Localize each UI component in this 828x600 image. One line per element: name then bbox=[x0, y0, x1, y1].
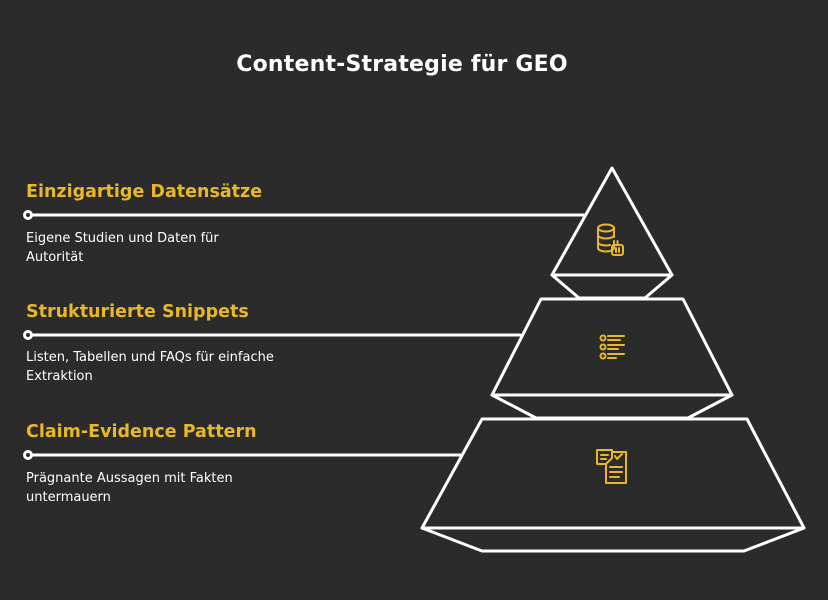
level-1-title: Einzigartige Datensätze bbox=[26, 182, 263, 202]
connector-line-3 bbox=[23, 450, 462, 460]
level-2-title: Strukturierte Snippets bbox=[26, 302, 249, 322]
pyramid-level-3 bbox=[420, 417, 806, 553]
level-3-title: Claim-Evidence Pattern bbox=[26, 422, 257, 442]
level-2-description: Listen, Tabellen und FAQs für einfache E… bbox=[26, 350, 274, 384]
database-icon bbox=[597, 223, 624, 256]
list-icon bbox=[599, 334, 625, 360]
document-icon bbox=[596, 449, 627, 484]
level-3-description: Prägnante Aussagen mit Fakten untermauer… bbox=[26, 471, 233, 505]
level-1-description: Eigene Studien und Daten für Autorität bbox=[26, 231, 219, 265]
connector-line-1 bbox=[23, 210, 587, 220]
pyramid-level-1 bbox=[550, 166, 674, 300]
diagram-title: Content-Strategie für GEO bbox=[236, 52, 568, 77]
connector-line-2 bbox=[23, 330, 522, 340]
